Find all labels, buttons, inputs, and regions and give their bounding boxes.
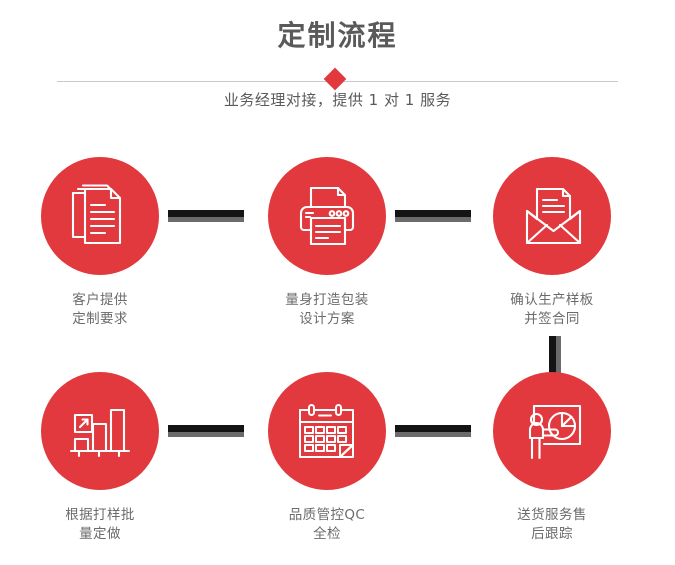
diamond-marker-icon — [323, 67, 346, 91]
flow-row-1: 客户提供 定制要求 — [0, 150, 675, 374]
connector-bar-shadow — [168, 217, 244, 222]
connector-bar — [395, 425, 471, 432]
connector-bar-shadow — [168, 432, 244, 437]
page-subtitle: 业务经理对接，提供 1 对 1 服务 — [223, 91, 452, 109]
connector-step-4-to-5 — [168, 425, 244, 437]
flow-step-1: 客户提供 定制要求 — [0, 150, 200, 329]
flow-step-3-label: 确认生产样板 并签合同 — [510, 292, 594, 327]
flow-step-5-circle — [268, 372, 386, 490]
title-divider — [0, 67, 675, 94]
flow-step-4-label: 根据打样批 量定做 — [65, 507, 135, 542]
connector-bar-shadow — [556, 336, 561, 374]
envelope-document-icon — [525, 187, 582, 245]
flow-step-5: 品质管控QC 全检 — [227, 365, 427, 544]
flow-row-2: 根据打样批 量定做 — [0, 365, 675, 565]
connector-bar-shadow — [395, 217, 471, 222]
connector-step-5-to-6 — [395, 425, 471, 437]
flow-step-2-circle — [268, 157, 386, 275]
connector-step-3-to-4 — [549, 336, 561, 374]
printer-icon — [299, 186, 355, 246]
connector-bar — [168, 425, 244, 432]
connector-step-1-to-2 — [168, 210, 244, 222]
flow-step-5-label: 品质管控QC 全检 — [288, 507, 366, 542]
connector-step-2-to-3 — [395, 210, 471, 222]
flow-step-3-circle — [493, 157, 611, 275]
flow-step-3: 确认生产样板 并签合同 — [452, 150, 652, 329]
flow-step-1-circle — [41, 157, 159, 275]
flow-step-2-label: 量身打造包装 设计方案 — [285, 292, 369, 327]
connector-bar — [549, 336, 556, 374]
bar-chart-growth-icon — [69, 408, 131, 458]
flow-step-6-label: 送货服务售 后跟踪 — [517, 507, 587, 542]
page-title: 定制流程 — [277, 19, 398, 52]
documents-stack-icon — [71, 184, 122, 245]
flow-step-6-circle — [493, 372, 611, 490]
presenter-pie-chart-icon — [528, 404, 582, 460]
flow-step-1-label: 客户提供 定制要求 — [72, 292, 128, 327]
connector-bar-shadow — [395, 432, 471, 437]
calendar-icon — [299, 404, 354, 458]
flow-step-6: 送货服务售 后跟踪 — [452, 365, 652, 544]
page-header: 定制流程 业务经理对接，提供 1 对 1 服务 — [0, 0, 675, 130]
flow-step-2: 量身打造包装 设计方案 — [227, 150, 427, 329]
connector-bar — [395, 210, 471, 217]
process-flow-diagram: 客户提供 定制要求 — [0, 150, 675, 550]
connector-bar — [168, 210, 244, 217]
flow-step-4: 根据打样批 量定做 — [0, 365, 200, 544]
flow-step-4-circle — [41, 372, 159, 490]
